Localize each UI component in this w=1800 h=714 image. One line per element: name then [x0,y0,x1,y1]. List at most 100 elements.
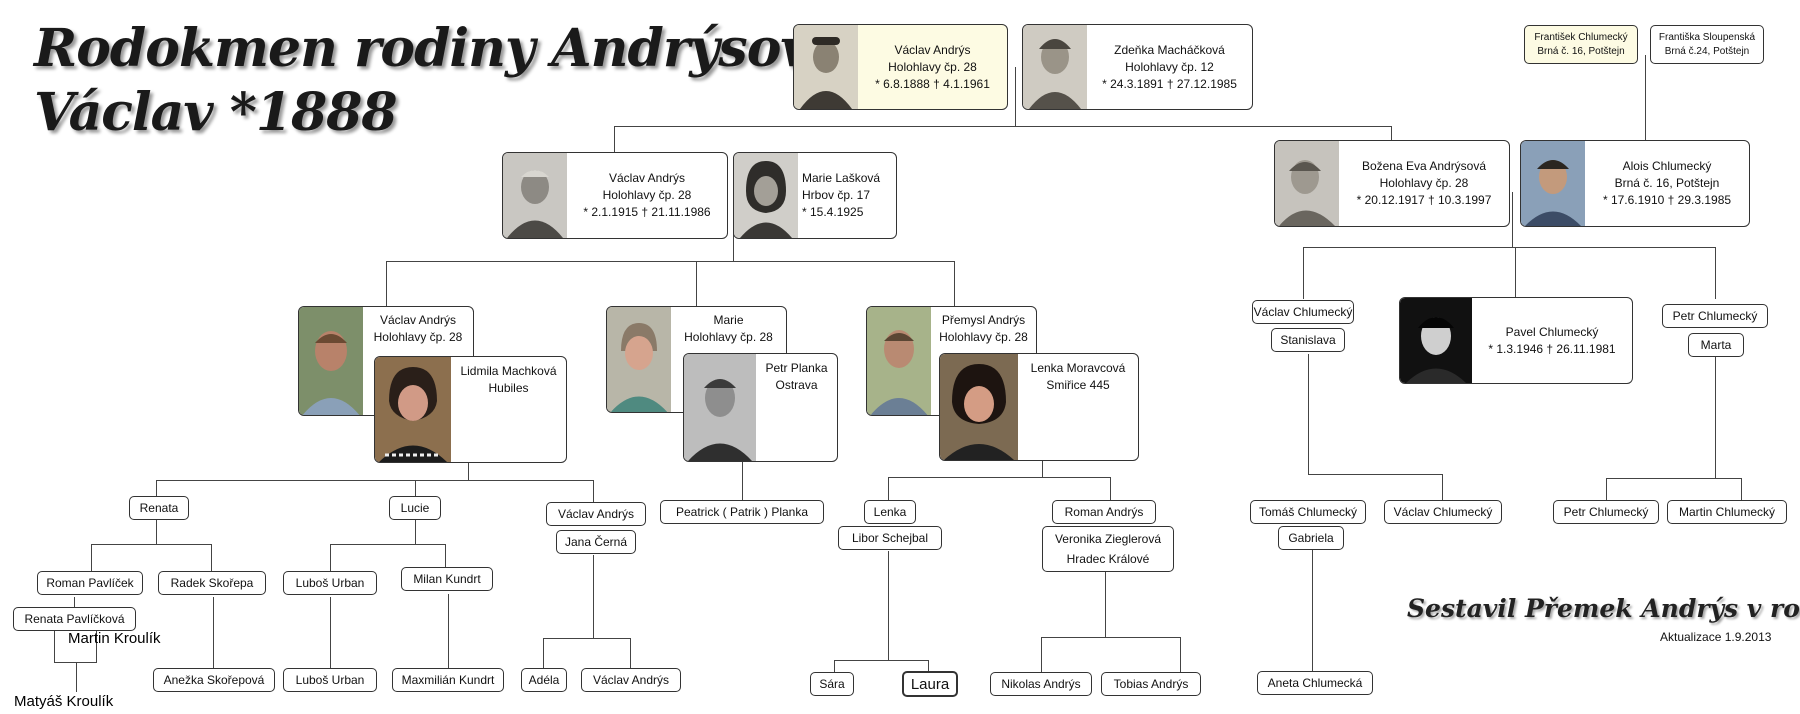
update-date: Aktualizace 1.9.2013 [1660,630,1772,644]
person-box-laura: Laura [902,671,958,697]
portrait-photo [1400,298,1472,383]
person-box-lenka: Lenka [864,500,916,524]
person-name: Václav Andrýs [894,42,971,57]
page-subtitle: Václav *1888 [34,82,398,143]
person-card-pavel-chlumecky: Pavel Chlumecký * 1.3.1946 † 26.11.1981 [1399,297,1633,384]
portrait-photo [734,153,798,238]
person-card-alois-chlumecky: Alois Chlumecký Brná č. 16, Potštejn * 1… [1520,140,1750,227]
person-box-roman-andrys: Roman Andrýs [1052,500,1156,524]
person-box-sara: Sára [810,672,854,696]
person-dates: * 2.1.1915 † 21.11.1986 [583,205,711,219]
person-name: Zdeňka Macháčková [1114,42,1225,57]
person-name: Veronika Zieglerová [1054,532,1162,546]
person-label-matyas-kroulik: Matyáš Kroulík [14,693,114,710]
person-box-marta: Marta [1688,333,1744,357]
person-card-vaclav-1915: Václav Andrýs Holohlavy čp. 28 * 2.1.191… [502,152,728,239]
person-box-roman-pavlicek: Roman Pavlíček [37,571,143,595]
person-card-lidmila-machkova: Lidmila Machková Hubiles [374,356,567,463]
person-place: Holohlavy čp. 28 [602,188,692,202]
person-box-aneta-chlumecka: Aneta Chlumecká [1257,671,1373,695]
person-card-petr-planka: Petr Planka Ostrava [683,353,838,462]
portrait-photo [867,307,931,415]
person-box-renata: Renata [129,496,189,520]
person-place: Ostrava [775,378,818,392]
person-dates: * 20.12.1917 † 10.3.1997 [1356,193,1492,207]
portrait-photo [1023,25,1087,109]
person-box-libor-schejbal: Libor Schejbal [838,526,942,550]
person-place: Smiřice 445 [1046,378,1110,392]
person-box-milan-kundrt: Milan Kundrt [401,567,493,591]
person-box-nikolas-andrys: Nikolas Andrýs [990,672,1092,696]
person-place: Holohlavy čp. 12 [1125,59,1214,74]
person-dates: * 24.3.1891 † 27.12.1985 [1102,76,1237,91]
person-place: Brná č.24, Potštejn [1664,45,1750,57]
portrait-photo [375,357,451,462]
person-box-vaclav-andrys-4: Václav Andrýs [546,502,646,526]
person-card-marie-laskova: Marie Lašková Hrbov čp. 17 * 15.4.1925 [733,152,897,239]
person-box-veronika-zieglerova: Veronika Zieglerová Hradec Králové [1042,526,1174,572]
person-card-zdenka-1891: Zdeňka Macháčková Holohlavy čp. 12 * 24.… [1022,24,1253,110]
person-box-lubos-urban-jr: Luboš Urban [283,668,377,692]
person-box-gabriela: Gabriela [1278,526,1344,550]
person-name: Petr Planka [765,361,828,375]
portrait-photo [503,153,567,238]
person-place: Holohlavy čp. 28 [939,330,1028,344]
person-box-stanislava: Stanislava [1271,328,1345,352]
portrait-photo [299,307,363,415]
person-box-martin-chlumecky: Martin Chlumecký [1667,500,1787,524]
person-box-lucie: Lucie [389,496,441,520]
person-name: Pavel Chlumecký [1505,324,1599,339]
portrait-photo [684,354,756,461]
person-dates: * 17.6.1910 † 29.3.1985 [1602,193,1732,207]
person-name: Alois Chlumecký [1622,159,1712,173]
portrait-photo [1521,141,1585,226]
author-signature: Sestavil Přemek Andrýs v roce 2012 [1407,594,1800,623]
person-name: Marie [713,313,744,327]
person-name: Lenka Moravcová [1030,361,1126,375]
person-name: František Chlumecký [1534,31,1628,43]
person-place: Brná č. 16, Potštejn [1537,45,1625,57]
portrait-photo [1275,141,1339,226]
person-place: Hradec Králové [1066,552,1150,566]
person-box-maxmilian-kundrt: Maxmilián Kundrt [392,668,504,692]
portrait-photo [940,354,1018,460]
person-box-anezka-skorepova: Anežka Skořepová [153,668,275,692]
person-box-vaclav-chlumecky-4: Václav Chlumecký [1384,500,1502,524]
person-box-lubos-urban: Luboš Urban [283,571,377,595]
person-name: Františka Sloupenská [1658,31,1756,43]
person-box-renata-pavlickova: Renata Pavlíčková [13,607,136,631]
portrait-photo [607,307,671,412]
person-box-frantisek-chlumecky: František Chlumecký Brná č. 16, Potštejn [1524,25,1638,64]
person-box-petr-chlumecky: Petr Chlumecký [1662,304,1768,328]
person-box-radek-skorepa: Radek Skořepa [158,571,266,595]
person-card-lenka-moravcova: Lenka Moravcová Smiřice 445 [939,353,1139,461]
person-box-tobias-andrys: Tobias Andrýs [1101,672,1201,696]
person-place: Brná č. 16, Potštejn [1614,176,1720,190]
person-name: Přemysl Andrýs [941,313,1026,327]
person-place: Holohlavy čp. 28 [888,59,977,74]
person-name: Lidmila Machková [460,364,557,378]
person-dates: * 6.8.1888 † 4.1.1961 [875,76,990,91]
person-box-jana-cerna: Jana Černá [556,530,636,554]
person-box-vaclav-chlumecky: Václav Chlumecký [1252,300,1354,324]
person-name: Marie Lašková [802,171,881,185]
page-title: Rodokmen rodiny Andrýsovy [34,18,840,79]
person-box-peatrick-planka: Peatrick ( Patrik ) Planka [660,500,824,524]
person-place: Holohlavy čp. 28 [684,330,773,344]
person-place: Hubiles [488,381,529,395]
person-name: Božena Eva Andrýsová [1361,159,1487,173]
person-place: Holohlavy čp. 28 [1379,176,1469,190]
person-label-martin-kroulik: Martin Kroulík [68,630,161,647]
person-name: Václav Andrýs [379,313,457,327]
person-box-frantiska-sloupenska: Františka Sloupenská Brná č.24, Potštejn [1650,25,1764,64]
person-name: Václav Andrýs [608,171,686,185]
person-box-adela: Adéla [521,668,567,692]
person-box-vaclav-andrys-5: Václav Andrýs [581,668,681,692]
portrait-photo [794,25,858,109]
person-card-bozena-eva: Božena Eva Andrýsová Holohlavy čp. 28 * … [1274,140,1510,227]
person-place: Holohlavy čp. 28 [373,330,463,344]
person-place: Hrbov čp. 17 [802,188,871,202]
person-card-vaclav-1888: Václav Andrýs Holohlavy čp. 28 * 6.8.188… [793,24,1008,110]
person-box-petr-chlumecky-4: Petr Chlumecký [1553,500,1659,524]
